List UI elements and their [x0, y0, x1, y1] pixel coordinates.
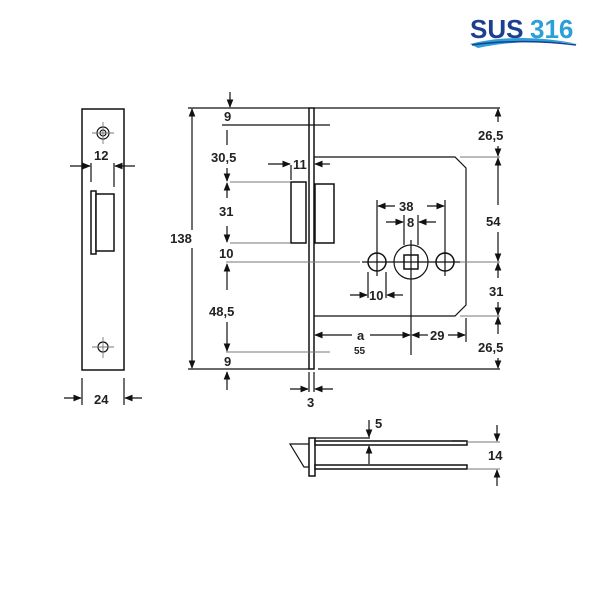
dim-thickness: 14	[488, 448, 503, 463]
dim-backset-value: 55	[354, 346, 366, 357]
front-view-faceplate: 12 24	[64, 108, 142, 407]
dim-upper-height: 54	[486, 214, 501, 229]
dim-total-height: 138	[170, 231, 192, 246]
dim-latch-depth: 11	[293, 157, 307, 172]
dim-offset: 5	[375, 416, 382, 431]
bottom-view-section: 5 14	[288, 416, 503, 486]
dim-hole-diameter: 10	[369, 288, 383, 303]
sus316-logo: SUS 316	[470, 14, 578, 48]
screw-hole-icon	[92, 337, 114, 358]
dim-gap: 10	[219, 246, 233, 261]
dim-hole-spacing: 38	[399, 199, 413, 214]
dim-spindle: 8	[407, 215, 414, 230]
dim-bottom-margin: 26,5	[478, 340, 503, 355]
dim-faceplate-width: 24	[94, 392, 109, 407]
dim-latch-width: 12	[94, 148, 108, 163]
wave-icon	[470, 38, 578, 48]
main-view-lock-body: 138 9 30,5 31 10 48,5 9 11 3 38	[170, 92, 503, 410]
dim-bottom-offset: 9	[224, 354, 231, 369]
dim-backset-label: a	[357, 328, 365, 343]
dim-to-latch: 30,5	[211, 150, 236, 165]
dim-rear-distance: 29	[430, 328, 444, 343]
dim-to-bottom: 48,5	[209, 304, 234, 319]
dim-latch-height: 31	[219, 204, 233, 219]
dim-top-margin: 26,5	[478, 128, 503, 143]
dim-faceplate-thickness: 3	[307, 395, 314, 410]
dim-lower-height: 31	[489, 284, 503, 299]
dim-top-offset: 9	[224, 109, 231, 124]
screw-hole-icon	[92, 122, 114, 144]
